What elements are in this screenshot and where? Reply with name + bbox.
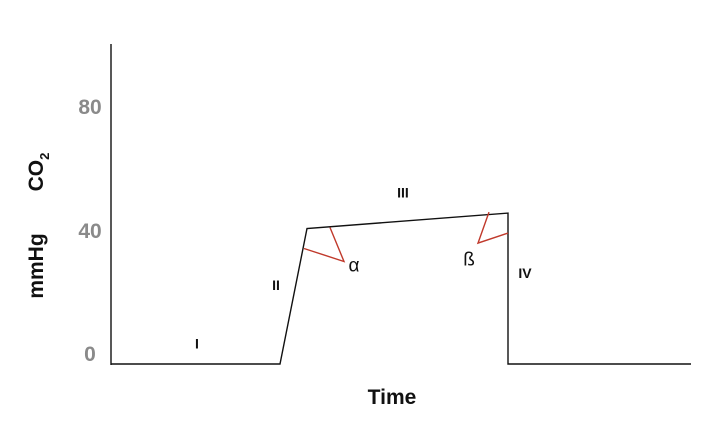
co2-main-text: CO xyxy=(25,160,48,192)
phase-label: IV xyxy=(518,265,532,281)
angle-label-beta: ß xyxy=(463,249,475,270)
x-axis-label: Time xyxy=(368,386,417,409)
phase-label: I xyxy=(195,336,199,352)
y-axis-label-units: mmHg xyxy=(25,233,48,298)
angle-label-alpha: α xyxy=(349,256,360,277)
alpha-angle-marker xyxy=(303,227,346,263)
co2-trace-line xyxy=(111,212,691,365)
y-tick-label: 80 xyxy=(78,96,101,119)
y-axis-label-co2: CO2 xyxy=(25,153,52,192)
y-tick-label: 0 xyxy=(84,343,96,366)
co2-subscript-text: 2 xyxy=(37,153,52,160)
phase-label: II xyxy=(272,277,280,293)
beta-angle-marker xyxy=(476,211,509,245)
y-tick-label: 40 xyxy=(78,220,101,243)
phase-label: III xyxy=(397,185,409,201)
